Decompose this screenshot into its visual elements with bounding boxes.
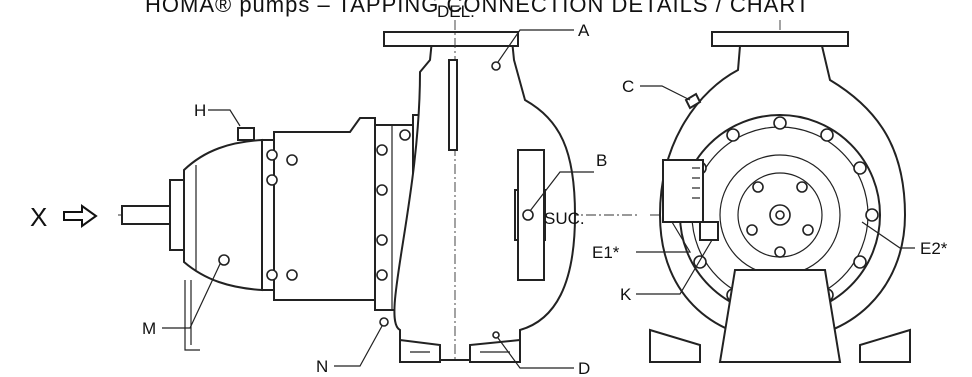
callout-b: B: [596, 151, 607, 170]
callout-e2: E2*: [920, 239, 948, 258]
callout-k: K: [620, 285, 632, 304]
pump-side-view: [118, 20, 640, 363]
callout-m: M: [142, 319, 156, 338]
view-label-x: X: [30, 202, 47, 232]
callout-labels: DEL. SUC. A B D H M N C E2* E1* K: [142, 2, 948, 377]
drawing-title: HOMA® pumps – TAPPING CONNECTION DETAILS…: [145, 0, 810, 17]
callout-d: D: [578, 359, 590, 377]
view-marker: X: [30, 202, 98, 232]
suction-label: SUC.: [544, 209, 585, 228]
callout-a: A: [578, 21, 590, 40]
callout-h: H: [194, 101, 206, 120]
right-arrow-icon: [63, 204, 98, 228]
callout-n: N: [316, 357, 328, 376]
callout-e1: E1*: [592, 243, 620, 262]
leader-lines: [162, 29, 915, 369]
callout-c: C: [622, 77, 634, 96]
delivery-label: DEL.: [437, 2, 475, 21]
pump-end-view: [649, 20, 911, 363]
